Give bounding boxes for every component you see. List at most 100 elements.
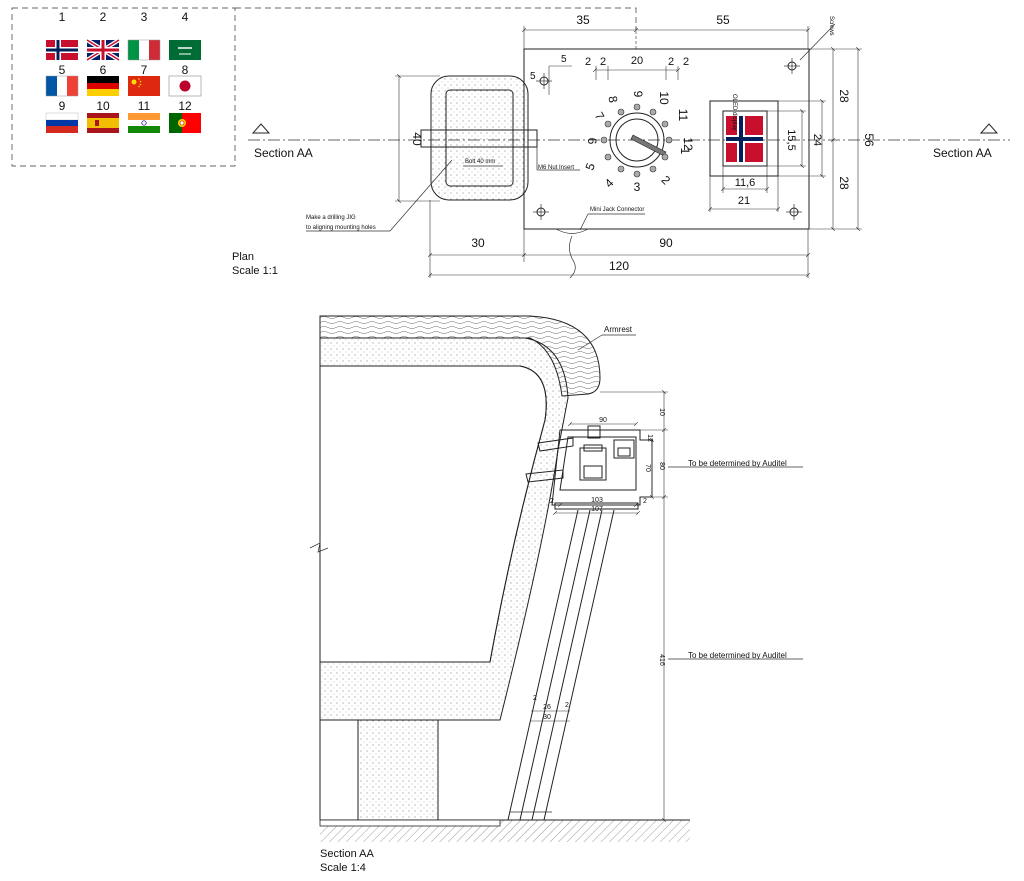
dim-11-6: 11,6	[735, 177, 756, 189]
knob-pointer	[630, 134, 667, 157]
mount-plate	[554, 502, 639, 510]
dim-30: 30	[543, 714, 551, 721]
russia-flag-icon	[45, 112, 79, 133]
flag-number: 8	[182, 63, 189, 77]
legend-border	[11, 7, 236, 167]
dim-2: 2	[668, 56, 674, 68]
clamp-upper	[537, 437, 574, 452]
dial-number: 10	[657, 91, 671, 105]
dial-number: 4	[602, 176, 617, 191]
dial-number: 11	[676, 109, 690, 122]
dial-positions	[600, 103, 673, 178]
plan-scale: Scale 1:1	[232, 265, 278, 277]
auditel-label-2: To be determined by Auditel	[688, 651, 787, 660]
armrest-label: Armrest	[604, 325, 633, 334]
dim-55: 55	[716, 13, 730, 27]
section-scale: Scale 1:4	[320, 862, 366, 874]
screws-leader	[799, 23, 836, 61]
section-title: Section AA	[320, 848, 374, 860]
oled-label: OLED display	[731, 94, 737, 131]
flag-number: 10	[96, 99, 110, 113]
dial-number: 2	[659, 173, 674, 188]
oled-norway-flag-icon	[726, 116, 763, 162]
dim-107: 107	[591, 506, 603, 513]
nut-label: M6 Nut Insert	[538, 165, 574, 171]
dim-35: 35	[576, 13, 590, 27]
india-flag-icon	[128, 113, 160, 133]
china-flag-icon	[128, 76, 160, 96]
flag-number: 9	[59, 99, 66, 113]
knob-body	[579, 447, 607, 481]
dim-80: 80	[658, 462, 665, 470]
portugal-flag-icon	[169, 113, 201, 133]
france-flag-icon	[45, 75, 79, 97]
section-arrow-left	[251, 123, 271, 134]
norway-flag-icon	[46, 40, 78, 60]
plan-title: Plan	[232, 251, 254, 263]
dim-28: 28	[837, 176, 851, 190]
flag-number: 1	[59, 10, 66, 24]
dim-120: 120	[609, 259, 629, 273]
flag-number: 2	[100, 10, 107, 24]
oled-window	[722, 110, 768, 167]
clamp-lower	[525, 469, 564, 483]
dim-90: 90	[659, 236, 673, 250]
dim-90: 90	[599, 417, 607, 424]
section-view: 90 10 80 416 12 70 2 2 103 107 26 30 2 2…	[309, 315, 803, 874]
dial-number: 3	[634, 180, 641, 194]
dim-103: 103	[591, 497, 603, 504]
italy-flag-icon	[127, 39, 161, 61]
screw-icon	[533, 204, 549, 220]
dim-416: 416	[658, 654, 665, 666]
dim-5: 5	[530, 71, 536, 82]
dim-2: 2	[600, 56, 606, 68]
dim-12: 12	[646, 434, 653, 442]
dim-40: 40	[410, 132, 424, 146]
section-label-right: Section AA	[933, 146, 992, 160]
dim-2: 2	[565, 702, 569, 709]
flag-number: 7	[141, 63, 148, 77]
dial-number: 1	[678, 148, 692, 155]
flag-number: 4	[182, 10, 189, 24]
rod-inner	[531, 509, 615, 821]
dim-2: 2	[550, 498, 554, 505]
rod-outer	[507, 509, 591, 821]
dial-number: 7	[592, 110, 608, 123]
flag-number: 5	[59, 63, 66, 77]
dim-10: 10	[658, 408, 665, 416]
dial-number: 8	[605, 95, 620, 104]
dim-56: 56	[862, 133, 876, 147]
minijack-connector	[555, 228, 589, 234]
dial-number: 9	[631, 91, 645, 98]
auditel-label-1: To be determined by Auditel	[688, 459, 787, 468]
dim-26: 26	[543, 704, 551, 711]
minijack-label: Mini Jack Connector	[590, 207, 644, 213]
dim-2: 2	[643, 498, 647, 505]
dial-number: 6	[585, 138, 599, 145]
oled-module	[613, 439, 635, 459]
dim-2: 2	[533, 695, 537, 702]
japan-flag-icon	[168, 75, 202, 97]
dim-2: 2	[585, 56, 591, 68]
screw-icon	[784, 58, 800, 74]
dim-15-5: 15,5	[785, 129, 797, 150]
bolt-label: Bolt 40 mm	[465, 159, 495, 165]
main-plate	[523, 48, 810, 230]
legend-leader	[235, 7, 637, 30]
dim-28: 28	[837, 89, 851, 103]
flag-number: 6	[100, 63, 107, 77]
flag-number: 3	[141, 10, 148, 24]
oled-frame	[709, 100, 779, 177]
spain-flag-icon	[87, 113, 119, 133]
uk-flag-icon	[85, 38, 121, 62]
jig-label-2: to aligning mounting holes	[306, 225, 376, 231]
dim-30: 30	[471, 236, 485, 250]
flag-number: 11	[138, 99, 151, 113]
dim-20: 20	[631, 55, 643, 67]
jig-label: Make a drilling JIG	[306, 215, 356, 221]
plan-view: Section AA Section AA Bolt 40 mm M6 Nut …	[232, 13, 1010, 279]
seat-shell	[319, 337, 569, 721]
knob-cap	[587, 425, 601, 439]
flag-legend: 1 2 3 4 5 6 7 8 9 10 11 12	[11, 7, 637, 167]
